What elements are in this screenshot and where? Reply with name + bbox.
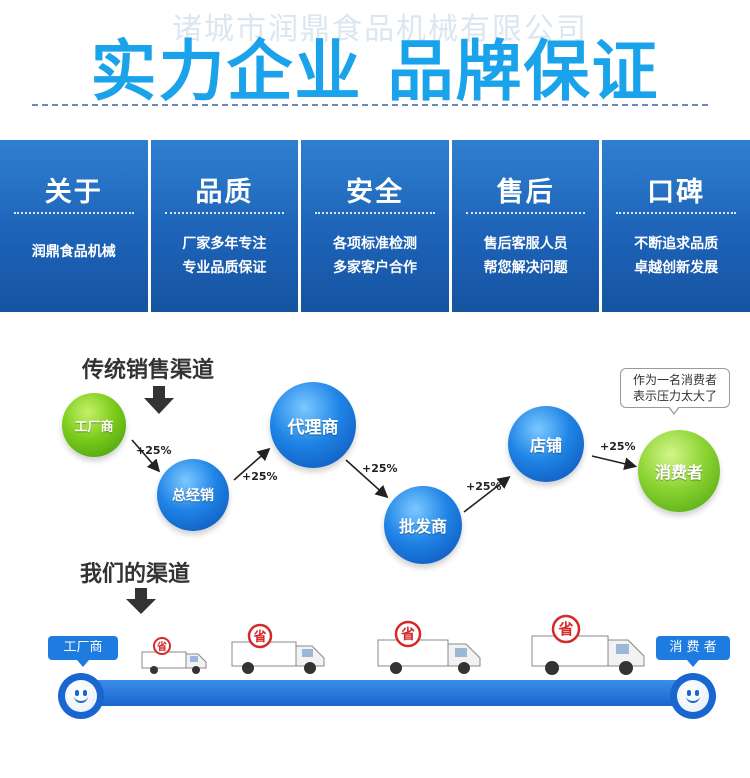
- speech-tail: [668, 406, 680, 415]
- feature-panel-safety: 安全 各项标准检测 多家客户合作: [301, 140, 449, 312]
- markup-label: +25%: [136, 444, 172, 457]
- feature-text: 厂家多年专注: [182, 236, 267, 252]
- feature-divider: [465, 212, 586, 214]
- feature-divider: [164, 212, 285, 214]
- markup-label: +25%: [362, 462, 398, 475]
- direct-channel-track: [64, 680, 710, 706]
- end-point: [670, 673, 716, 719]
- smiley-icon: [65, 680, 97, 712]
- speech-line: 作为一名消费者: [632, 373, 717, 387]
- smiley-icon: [677, 680, 709, 712]
- feature-divider: [616, 212, 736, 214]
- node-agent: 代理商: [270, 382, 356, 468]
- node-store: 店铺: [508, 406, 584, 482]
- feature-title: 品质: [195, 177, 254, 208]
- feature-text: 各项标准检测: [332, 236, 417, 252]
- node-wholesaler: 批发商: [384, 486, 462, 564]
- truck-sign: 省: [156, 640, 167, 653]
- feature-text: 多家客户合作: [332, 260, 417, 276]
- markup-label: +25%: [466, 480, 502, 493]
- node-consumer: 消费者: [638, 430, 720, 512]
- feature-text: 卓越创新发展: [634, 260, 719, 276]
- page-headline: 实力企业 品牌保证: [90, 33, 660, 110]
- truck-sign: 省: [557, 620, 573, 638]
- traditional-channel-title: 传统销售渠道: [82, 358, 215, 383]
- speech-line: 表示压力太大了: [632, 389, 717, 403]
- flow-arrows: [131, 439, 638, 513]
- markup-label: +25%: [242, 470, 278, 483]
- node-factory: 工厂商: [62, 393, 126, 457]
- start-point: [58, 673, 104, 719]
- feature-divider: [315, 212, 435, 214]
- feature-panel-service: 售后 售后客服人员 帮您解决问题: [451, 140, 600, 312]
- feature-text: 润鼎食品机械: [31, 244, 116, 260]
- consumer-speech-bubble: 作为一名消费者 表示压力太大了: [620, 368, 730, 408]
- feature-text: 售后客服人员: [483, 236, 568, 252]
- feature-text: 帮您解决问题: [483, 260, 568, 276]
- truck-icon: 省: [531, 614, 645, 675]
- truck-sign: 省: [400, 626, 415, 643]
- feature-title: 售后: [496, 177, 555, 208]
- consumer-tag: 消 费 者: [656, 636, 730, 667]
- feature-title: 关于: [44, 177, 103, 208]
- feature-panel-about: 关于 润鼎食品机械: [0, 140, 148, 312]
- node-distributor: 总经销: [157, 459, 229, 531]
- truck-icon: 省: [141, 637, 207, 674]
- feature-panel-reputation: 口碑 不断追求品质 卓越创新发展: [602, 140, 750, 312]
- feature-text: 不断追求品质: [634, 236, 719, 252]
- truck-icon: 省: [231, 623, 325, 674]
- feature-text: 专业品质保证: [182, 260, 267, 276]
- truck-sign: 省: [252, 629, 266, 645]
- header-divider: [32, 104, 708, 106]
- our-channel-title: 我们的渠道: [80, 562, 191, 587]
- markup-label: +25%: [600, 440, 636, 453]
- company-watermark: 诸城市润鼎食品机械有限公司: [172, 12, 588, 47]
- down-arrow-icon: [126, 588, 156, 614]
- down-arrow-icon: [144, 386, 174, 414]
- feature-title: 口碑: [647, 177, 706, 208]
- feature-divider: [14, 212, 134, 214]
- truck-icon: 省: [377, 620, 481, 674]
- feature-panel-quality: 品质 厂家多年专注 专业品质保证: [150, 140, 299, 312]
- factory-tag: 工厂商: [48, 636, 118, 667]
- feature-band: 关于 润鼎食品机械 品质 厂家多年专注 专业品质保证 安全 各项标准检测 多家客…: [0, 140, 750, 312]
- feature-title: 安全: [345, 177, 404, 208]
